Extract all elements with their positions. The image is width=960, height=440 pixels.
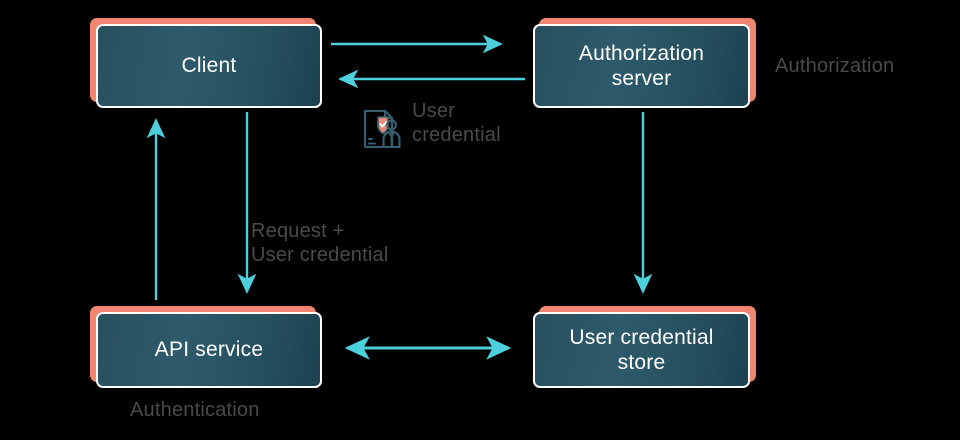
node-client[interactable]: Client xyxy=(90,18,322,108)
node-authorization-server-label: Authorization server xyxy=(578,41,705,90)
user-credential-icon xyxy=(358,106,404,152)
annotation-user-credential: User credential xyxy=(412,100,501,147)
node-authorization-server[interactable]: Authorization server xyxy=(533,18,756,108)
node-user-credential-store-label: User credential store xyxy=(569,325,714,374)
node-user-credential-store[interactable]: User credential store xyxy=(533,306,756,388)
node-api-service[interactable]: API service xyxy=(90,306,322,388)
node-authorization-server-face: Authorization server xyxy=(533,24,750,108)
node-api-service-label: API service xyxy=(154,338,264,362)
annotation-request-user-credential: Request + User credential xyxy=(251,220,389,267)
node-api-service-face: API service xyxy=(96,312,322,388)
annotation-authentication: Authentication xyxy=(130,399,260,421)
node-user-credential-store-face: User credential store xyxy=(533,312,750,388)
annotation-authorization: Authorization xyxy=(775,55,895,77)
node-client-face: Client xyxy=(96,24,322,108)
node-client-label: Client xyxy=(181,54,237,78)
